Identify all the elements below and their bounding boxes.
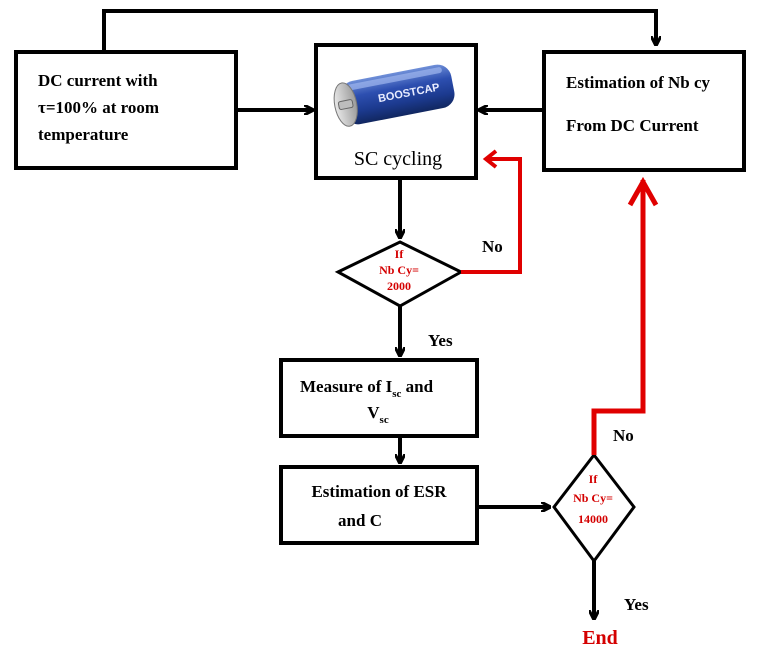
measure-line-1: Measure of Isc and — [300, 377, 434, 400]
no-loop-14000-arrowhead — [627, 176, 659, 207]
decision-2000-line-1: If — [395, 247, 405, 261]
yes-label-14000: Yes — [624, 595, 649, 614]
measure-line-2: Vsc — [367, 403, 389, 426]
top-loop-connector — [102, 9, 656, 52]
yes-label-2000: Yes — [428, 331, 453, 350]
no-loop-2000-connector — [461, 157, 522, 274]
no-label-2000: No — [482, 237, 503, 256]
estimation-nb-box — [542, 50, 746, 172]
estimation-nb-line-1: Estimation of Nb cy — [566, 73, 711, 92]
dc-current-line-3: temperature — [38, 125, 129, 144]
measure-prefix: Measure of I — [300, 377, 393, 396]
decision-14000-diamond — [552, 452, 636, 564]
estimation-esr-box — [279, 465, 479, 545]
measure-sub-2: sc — [380, 414, 389, 426]
end-label: End — [582, 627, 618, 649]
dc-current-line-1: DC current with — [38, 71, 158, 90]
no-loop-2000-arrowhead — [482, 149, 498, 169]
measure-box — [279, 358, 479, 438]
no-loop-14000-connector — [591, 180, 646, 455]
estimation-nb-line-2: From DC Current — [566, 116, 699, 135]
decision-14000-line-3: 14000 — [578, 512, 608, 526]
decision-2000-line-3: 2000 — [387, 279, 411, 293]
no-label-14000: No — [613, 426, 634, 445]
measure-v: V — [367, 403, 380, 422]
dc-current-box — [14, 50, 238, 170]
dc-current-line-2: τ=100% at room — [38, 98, 159, 117]
sc-cycling-label: SC cycling — [354, 148, 442, 170]
measure-and: and — [401, 377, 433, 396]
decision-2000-line-2: Nb Cy= — [379, 263, 419, 277]
supercapacitor-icon: BOOSTCAP — [333, 64, 455, 127]
decision-14000-line-2: Nb Cy= — [573, 491, 613, 505]
estimation-esr-line-2: and C — [338, 511, 382, 530]
decision-14000-line-1: If — [589, 472, 599, 486]
estimation-esr-line-1: Estimation of ESR — [311, 482, 447, 501]
measure-sub-1: sc — [392, 388, 401, 400]
